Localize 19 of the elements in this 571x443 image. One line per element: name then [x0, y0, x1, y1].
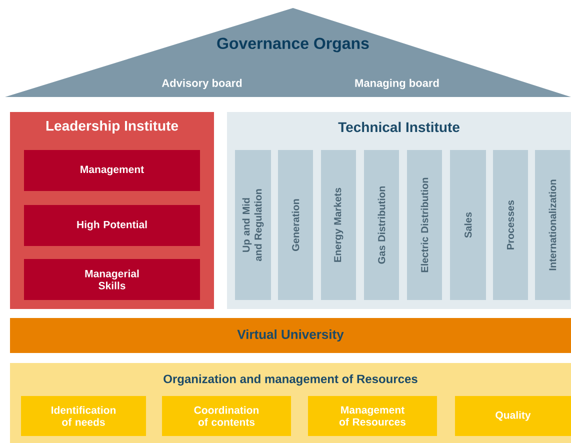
- program-box: Management: [24, 150, 200, 191]
- task-box: Coordination of contents: [162, 396, 291, 436]
- field-column: Generation: [278, 150, 313, 300]
- program-box: High Potential: [24, 205, 200, 246]
- university-bar: Virtual University: [10, 318, 571, 353]
- field-column: Sales: [450, 150, 486, 300]
- task-box: Identification of needs: [21, 396, 146, 436]
- field-column: Internationalization: [535, 150, 570, 300]
- field-column: Up and Mid and Regulation: [235, 150, 271, 300]
- field-column: Electric Distribution: [407, 150, 442, 300]
- board-label: Advisory board: [162, 78, 242, 90]
- field-column: Processes: [493, 150, 528, 300]
- board-label: Managing board: [355, 78, 439, 90]
- field-column: Energy Markets: [321, 150, 356, 300]
- field-column: Gas Distribution: [364, 150, 399, 300]
- program-box: Managerial Skills: [24, 259, 200, 300]
- roof-title: Governance Organs: [217, 38, 369, 52]
- task-box: Management of Resources: [308, 396, 437, 436]
- task-box: Quality: [455, 396, 571, 436]
